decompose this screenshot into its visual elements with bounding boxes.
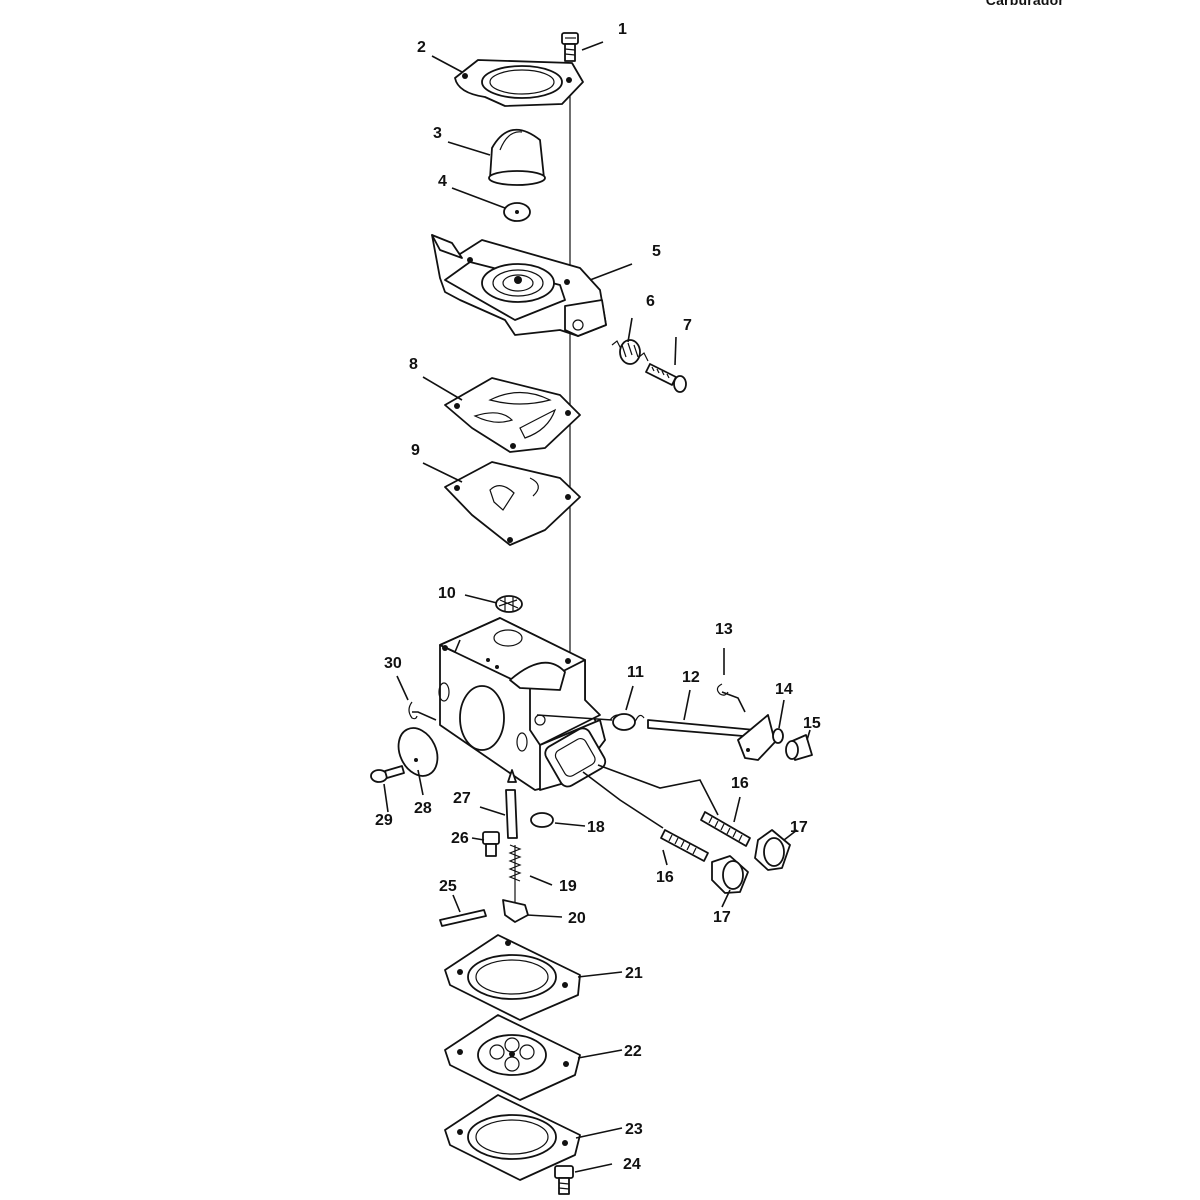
callout-10: 10 <box>438 585 456 602</box>
part-21-gasket <box>444 934 581 1021</box>
callout-12: 12 <box>682 669 700 686</box>
callout-13: 13 <box>715 621 733 638</box>
part-9-diaphragm <box>444 461 581 546</box>
carburetor-body <box>438 617 607 791</box>
callout-30: 30 <box>384 655 402 672</box>
part-17-limiter-cap-upper <box>754 829 791 871</box>
callout-17-lower: 17 <box>713 909 731 926</box>
part-4-check-valve <box>503 202 531 222</box>
callout-18: 18 <box>587 819 605 836</box>
callout-29: 29 <box>375 812 393 829</box>
part-2-cover <box>454 59 584 107</box>
callout-15: 15 <box>803 715 821 732</box>
part-17-limiter-cap-lower <box>711 855 749 894</box>
callout-6: 6 <box>646 293 655 310</box>
part-8-gasket <box>444 377 581 453</box>
callout-5: 5 <box>652 243 661 260</box>
callout-26: 26 <box>451 830 469 847</box>
part-22-diaphragm <box>444 1014 581 1101</box>
callout-20: 20 <box>568 910 586 927</box>
callout-24: 24 <box>623 1156 641 1173</box>
callout-21: 21 <box>625 965 643 982</box>
callout-labels: 1 2 3 4 5 6 7 8 9 10 11 12 13 14 15 16 1… <box>375 21 821 1173</box>
part-6-spring <box>611 339 649 365</box>
part-15-cap <box>785 734 813 761</box>
callout-27: 27 <box>453 790 471 807</box>
leader-lines <box>383 41 811 1173</box>
callout-3: 3 <box>433 125 442 142</box>
callout-1: 1 <box>618 21 627 38</box>
part-26-screw <box>482 831 500 857</box>
part-28-cover-plate <box>397 727 439 777</box>
part-16-mixture-needle-lower <box>660 829 709 862</box>
part-11-throttle-spring <box>609 713 645 731</box>
callout-7: 7 <box>683 317 692 334</box>
part-30-clip <box>408 701 418 720</box>
callout-8: 8 <box>409 356 418 373</box>
callout-19: 19 <box>559 878 577 895</box>
part-16-mixture-needle-upper <box>700 811 751 847</box>
part-18-disc <box>530 812 554 828</box>
part-1-screw <box>561 32 579 62</box>
part-25-pin <box>439 909 487 927</box>
part-10-screen <box>495 595 523 613</box>
part-27-inlet-needle <box>505 769 518 839</box>
callout-22: 22 <box>624 1043 642 1060</box>
part-14-washer <box>772 728 784 744</box>
part-19-spring <box>508 844 522 885</box>
callout-16-lower: 16 <box>656 869 674 886</box>
callout-16-upper: 16 <box>731 775 749 792</box>
part-24-screw <box>554 1165 574 1195</box>
part-23-pump-cover <box>444 1094 581 1181</box>
part-5-primer-housing <box>431 234 607 337</box>
part-3-primer-bulb <box>488 128 546 186</box>
part-12-throttle-shaft <box>647 714 776 761</box>
part-20-inlet-lever <box>502 885 529 923</box>
page-title: Carburador <box>985 0 1064 8</box>
callout-11: 11 <box>627 664 644 681</box>
callout-9: 9 <box>411 442 420 459</box>
callout-14: 14 <box>775 681 793 698</box>
part-7-adjust-screw <box>645 363 687 393</box>
callout-28: 28 <box>414 800 432 817</box>
callout-23: 23 <box>625 1121 643 1138</box>
part-29-screw <box>370 765 405 783</box>
callout-25: 25 <box>439 878 457 895</box>
callout-2: 2 <box>417 39 426 56</box>
callout-4: 4 <box>438 173 447 190</box>
callout-17-upper: 17 <box>790 819 808 836</box>
